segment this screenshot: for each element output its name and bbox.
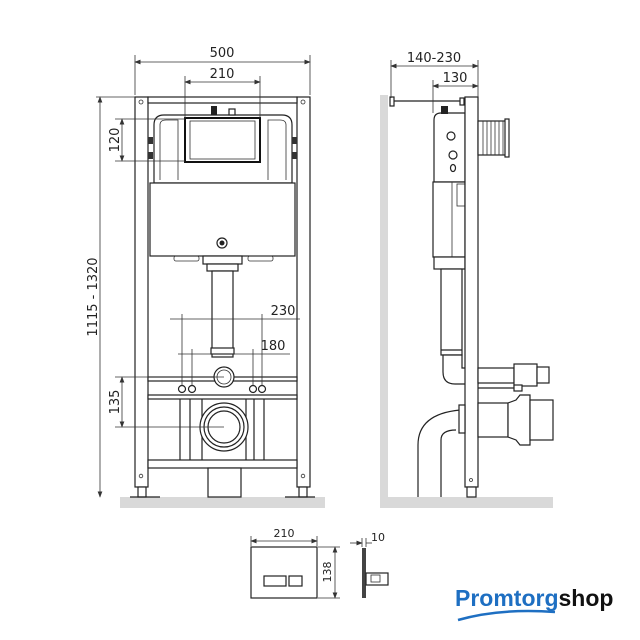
flush-plate-side — [362, 548, 366, 598]
width-dimension: 500 — [210, 46, 235, 61]
side-cistern-top — [433, 112, 466, 183]
front-dimensions: 500 210 120 1115 - 1320 230 180 135 — [86, 46, 311, 498]
flush-plate: 210 138 10 — [250, 527, 389, 599]
svg-text:Promtorgshop: Promtorgshop — [455, 585, 613, 611]
logo-part-1: Promtorg — [455, 585, 559, 611]
bolt-inner-dimension: 180 — [261, 339, 286, 354]
wall — [380, 95, 388, 507]
flush-plate-front — [250, 546, 318, 599]
side-flush-pipe — [440, 268, 463, 356]
depth-dimension: 140-230 — [407, 51, 461, 66]
bolt-outer-dimension: 230 — [271, 304, 296, 319]
flush-pipe — [211, 270, 234, 358]
side-dimensions: 140-230 130 — [390, 51, 479, 113]
plate-height-dimension: 138 — [321, 562, 334, 583]
right-post — [296, 96, 311, 488]
logo-part-2: shop — [559, 585, 614, 611]
air-grille — [477, 118, 510, 158]
floor — [380, 497, 553, 508]
height-dimension: 1115 - 1320 — [86, 257, 101, 336]
floor — [120, 497, 325, 508]
side-view — [380, 95, 554, 508]
top-crossbar — [147, 96, 298, 104]
emblem-icon — [216, 237, 228, 249]
left-post — [134, 96, 149, 488]
cistern-body — [149, 182, 296, 257]
side-cistern-body — [432, 181, 466, 258]
front-view — [120, 96, 325, 508]
flush-button-large — [263, 575, 287, 587]
flush-opening — [184, 117, 261, 163]
flush-opening-dimension: 210 — [210, 67, 235, 82]
flush-button-small — [288, 575, 303, 587]
opening-height-dimension: 120 — [108, 128, 123, 153]
promtorgshop-logo: Promtorgshop — [455, 585, 613, 622]
logo-swoosh — [457, 609, 556, 622]
plate-width-dimension: 210 — [274, 527, 295, 540]
outlet-height-dimension: 135 — [108, 390, 123, 415]
drain-pipe — [477, 402, 509, 438]
plate-thickness-dimension: 10 — [371, 531, 385, 544]
frame-depth-dimension: 130 — [443, 71, 468, 86]
flush-outlet-pipe — [477, 367, 515, 384]
side-post — [464, 96, 479, 488]
